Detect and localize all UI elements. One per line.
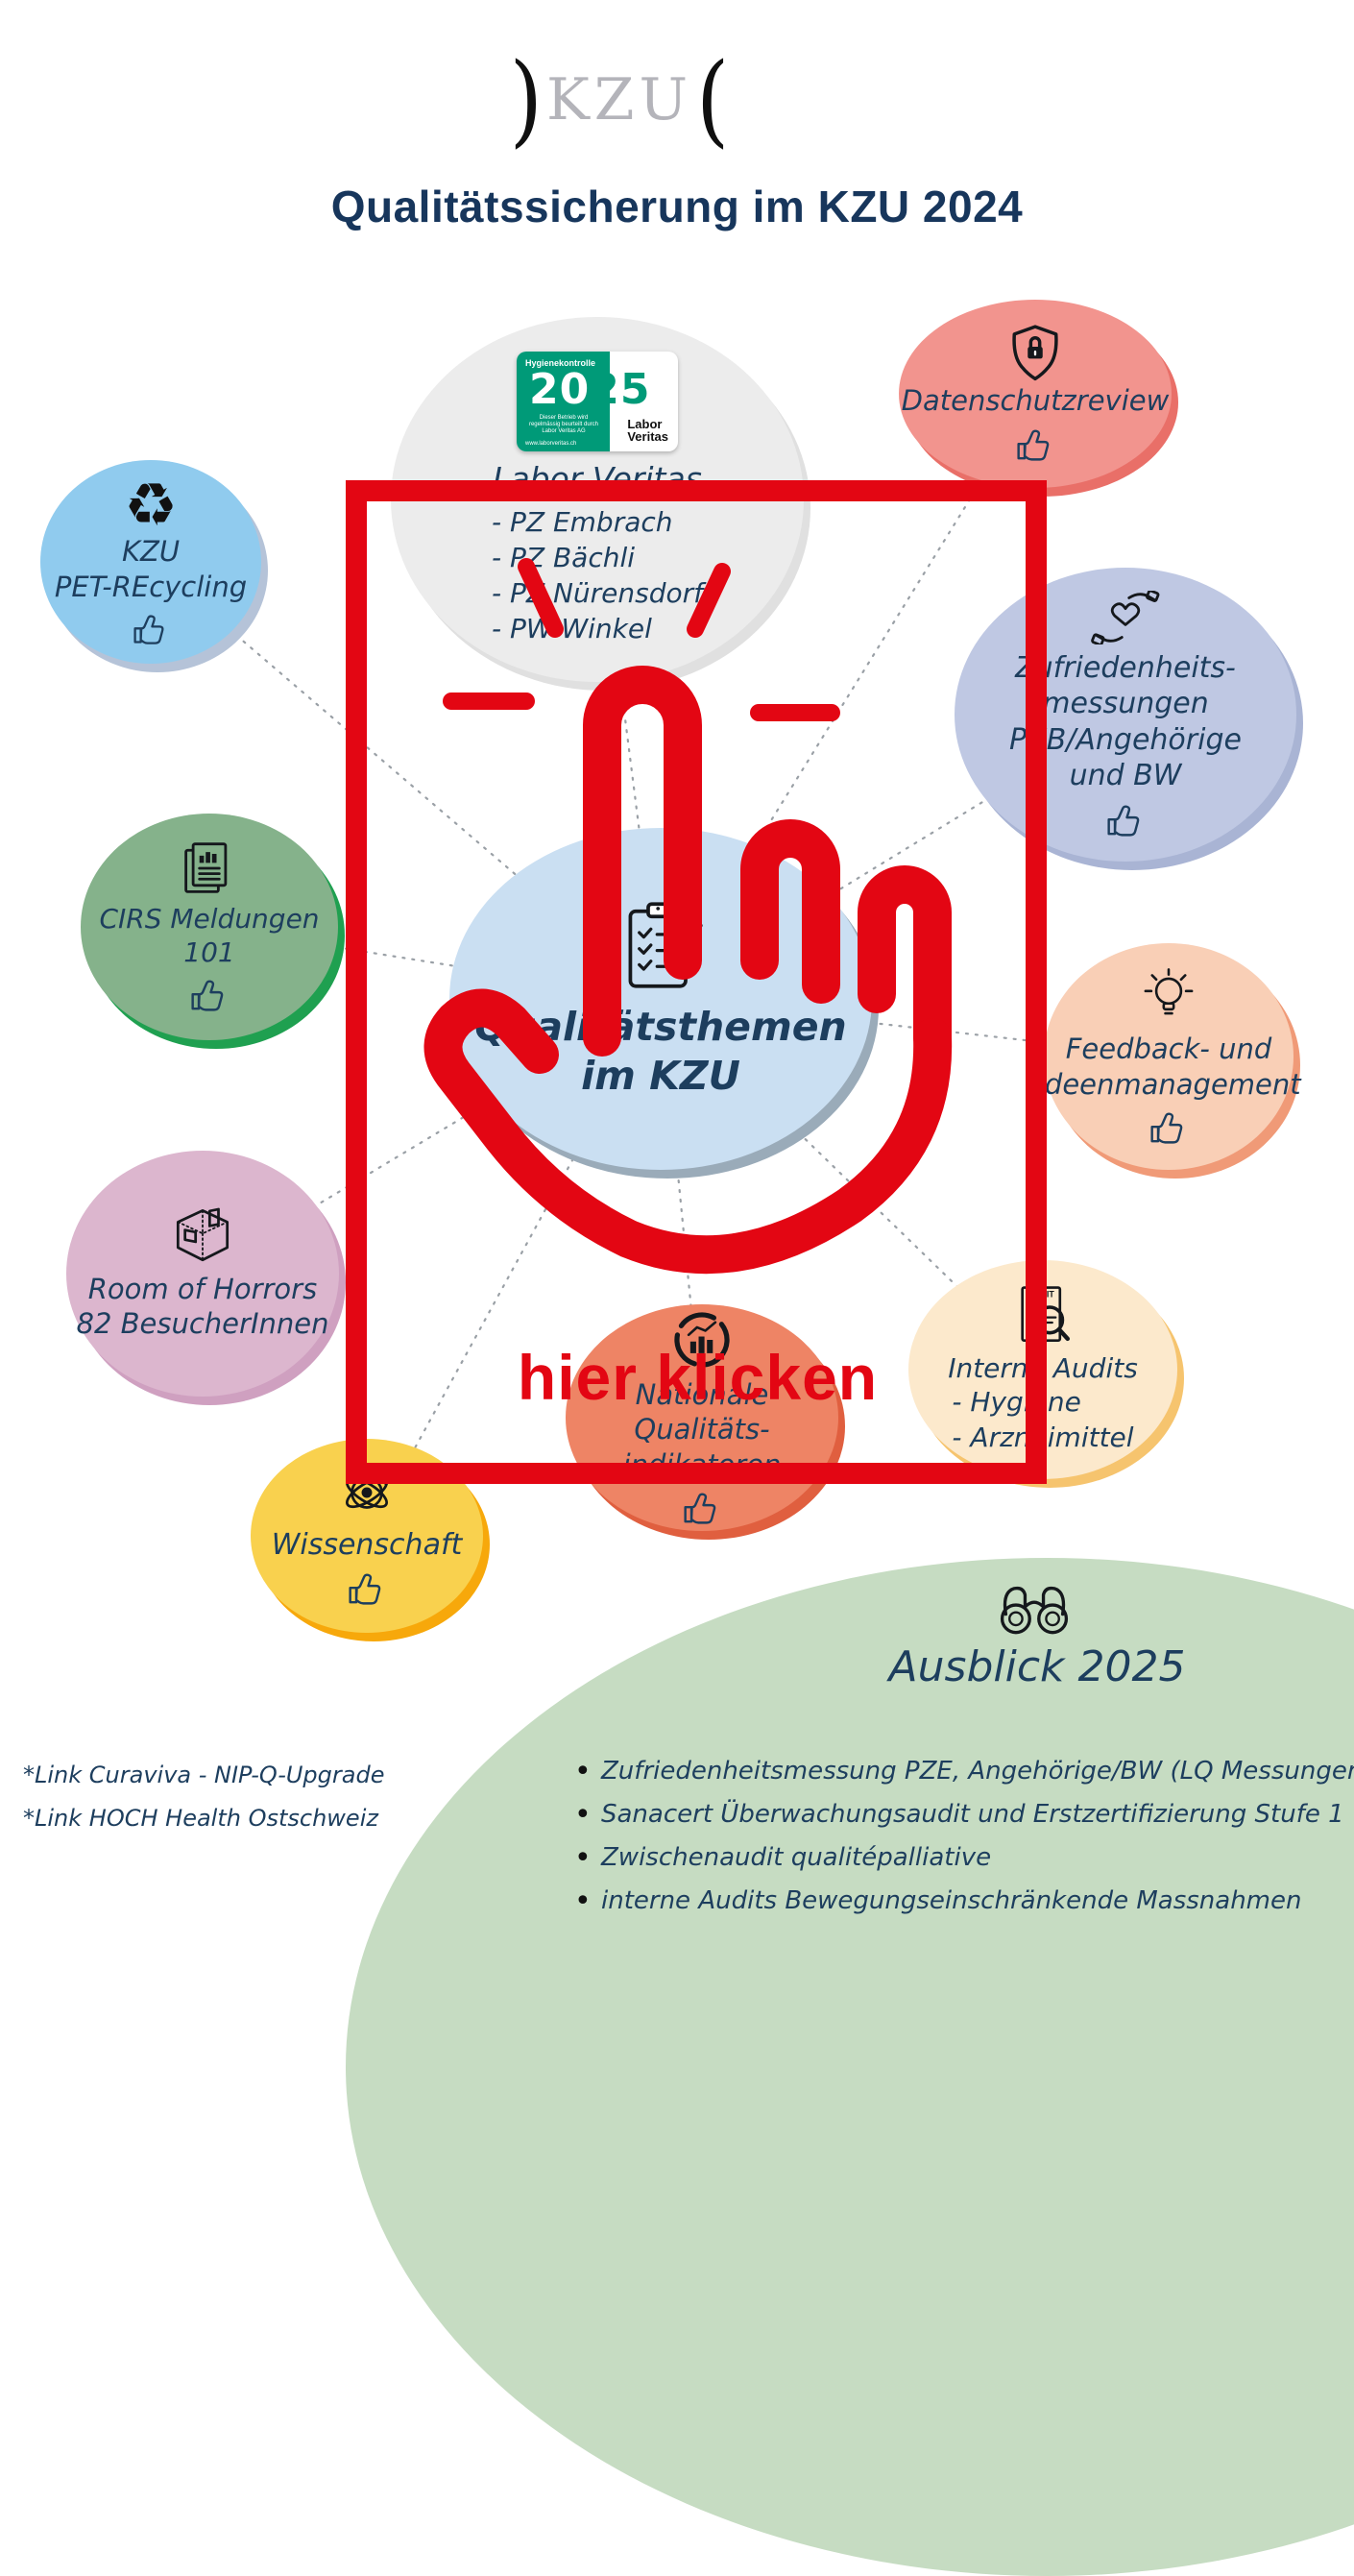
outlook-item: interne Audits Bewegungseinschränkende M… xyxy=(568,1880,1348,1923)
outlook-list: Zufriedenheitsmessung PZE, Angehörige/BW… xyxy=(568,1750,1354,1923)
bubble-pet-recycling[interactable]: ♻ KZU PET-REcycling xyxy=(40,460,261,664)
outlook-item: Zwischenaudit qualitépalliative xyxy=(568,1836,1348,1880)
list-item: - Hygiene xyxy=(952,1385,1081,1418)
shield-lock-icon xyxy=(1012,325,1058,381)
chart-icon xyxy=(674,1312,730,1368)
bubble-cirs-meldungen[interactable]: CIRS Meldungen 101 xyxy=(81,814,338,1040)
outlook-title: Ausblick 2025 xyxy=(888,1642,1186,1691)
bubble-feedback-ideenmanagement[interactable]: Feedback- und Ideenmanagement xyxy=(1036,943,1301,1170)
hier-klicken-label[interactable]: hier klicken xyxy=(517,1342,879,1413)
page-title: Qualitätssicherung im KZU 2024 xyxy=(330,182,1024,231)
report-icon xyxy=(184,841,228,893)
link-curaviva[interactable]: *Link Curaviva - NIP-Q-Upgrade xyxy=(23,1762,385,1788)
badge-year: 2025 xyxy=(529,365,651,415)
list-item: - PZ Embrach xyxy=(491,505,673,538)
bubble-title: CIRS Meldungen 101 xyxy=(99,902,320,968)
thumbs-up-icon xyxy=(684,1493,716,1524)
outlook-item: Sanacert Überwachungsaudit und Erstzerti… xyxy=(568,1793,1348,1836)
click-highlight-rectangle[interactable] xyxy=(346,480,1047,1484)
bubble-title: Datenschutzreview xyxy=(901,384,1170,418)
bubble-title: KZU PET-REcycling xyxy=(54,535,248,603)
logo-right-paren: ( xyxy=(696,40,730,158)
badge-green-panel xyxy=(517,352,610,452)
thumbs-up-icon xyxy=(349,1573,381,1605)
link-hoch-health[interactable]: *Link HOCH Health Ostschweiz xyxy=(23,1805,378,1832)
thumbs-up-icon xyxy=(1150,1112,1183,1144)
bubble-zufriedenheitsmessungen[interactable]: Zufriedenheits- messungen PZB/Angehörige… xyxy=(955,568,1296,862)
outlook-item: Zufriedenheitsmessung PZE, Angehörige/BW… xyxy=(568,1750,1354,1793)
thumbs-up-icon xyxy=(1017,429,1050,461)
hygiene-badge-2025: Hygienekontrolle 2025 Dieser Betrieb wir… xyxy=(517,352,678,452)
logo-left-paren: ) xyxy=(509,40,543,158)
hands-heart-icon xyxy=(1091,590,1160,644)
thumbs-up-icon xyxy=(1107,804,1140,837)
bubble-title: Room of Horrors 82 BesucherInnen xyxy=(76,1272,329,1340)
labor-veritas-logo: Labor Veritas xyxy=(627,417,668,445)
badge-top-label: Hygienekontrolle xyxy=(525,358,596,369)
thumbs-up-icon xyxy=(191,979,224,1011)
bubble-title: Feedback- und Ideenmanagement xyxy=(1036,1033,1301,1101)
bubble-title: Zufriedenheits- messungen PZB/Angehörige… xyxy=(1009,650,1242,793)
bubble-room-of-horrors[interactable]: Room of Horrors 82 BesucherInnen xyxy=(66,1151,339,1397)
badge-url: www.laborveritas.ch xyxy=(525,441,577,448)
kzu-logo: )KZU( xyxy=(0,41,1239,158)
thumbs-up-icon xyxy=(133,615,164,644)
lightbulb-icon xyxy=(1144,968,1194,1015)
binoculars-icon xyxy=(1000,1586,1069,1635)
bubble-datenschutzreview[interactable]: Datenschutzreview xyxy=(899,300,1172,488)
room-icon xyxy=(176,1207,230,1261)
bubble-title: Wissenschaft xyxy=(271,1527,463,1562)
badge-note: Dieser Betrieb wird regelmässig beurteil… xyxy=(528,415,599,435)
logo-text: KZU xyxy=(545,65,693,134)
recycling-icon: ♻ xyxy=(124,470,178,541)
